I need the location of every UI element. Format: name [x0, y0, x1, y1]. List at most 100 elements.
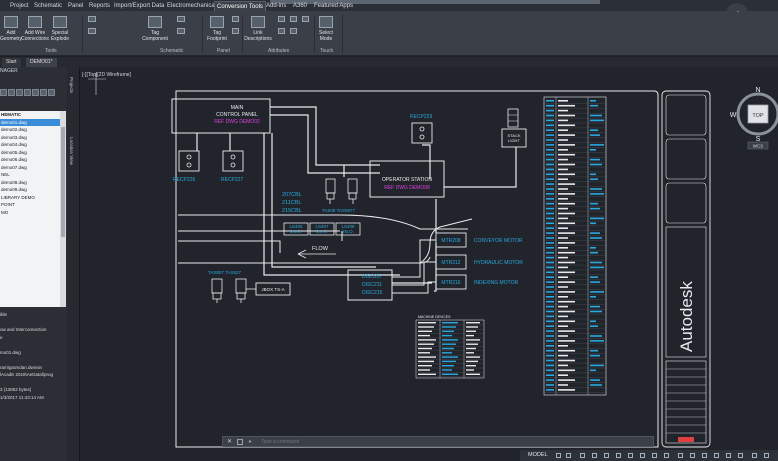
ortho-icon[interactable] — [580, 453, 585, 458]
small-tool-button[interactable] — [84, 28, 100, 36]
viewcube-top-label: TOP — [752, 113, 764, 119]
open-project-icon[interactable] — [0, 89, 7, 96]
settings-icon[interactable] — [40, 89, 47, 96]
add-wire-label: Add Wire Connections — [21, 30, 49, 42]
ribbon-tab-featured-apps[interactable]: Featured Apps — [314, 3, 354, 9]
small-tool-button[interactable] — [276, 16, 286, 24]
tree-item[interactable]: MO — [1, 209, 9, 215]
tree-item[interactable]: demo01.dwg — [0, 118, 66, 126]
device-list-cell — [558, 173, 575, 176]
ribbon-tab-conversion-tools[interactable]: Conversion Tools — [214, 1, 266, 11]
ribbon-tab-add-ins[interactable]: Add-ins — [266, 3, 287, 9]
publish-icon[interactable] — [24, 89, 31, 96]
add-geometry-button[interactable]: Add Geometry — [0, 16, 22, 42]
file-tab-start[interactable]: Start — [2, 58, 21, 67]
units-icon[interactable] — [702, 453, 707, 458]
small-tool-button[interactable] — [230, 16, 240, 24]
device-list-cell — [546, 129, 554, 131]
lock-ui-icon[interactable] — [726, 453, 731, 458]
otrack-icon[interactable] — [616, 453, 621, 458]
viewport-controls-label[interactable]: [-][Top][2D Wireframe] — [82, 72, 131, 78]
tree-item[interactable]: demo05.dwg — [1, 149, 27, 155]
small-tool-button[interactable] — [174, 16, 188, 24]
isolate-objects-icon[interactable] — [738, 453, 743, 458]
ribbon-tab-project[interactable]: Project — [10, 3, 29, 9]
compass-west[interactable]: W — [730, 112, 737, 119]
file-tab-demo01[interactable]: DEMO01* — [26, 58, 57, 67]
customize-icon[interactable] — [237, 439, 243, 445]
workspace-gear-icon[interactable] — [678, 453, 683, 458]
command-input[interactable] — [261, 438, 651, 446]
device-list-cell — [558, 325, 568, 327]
small-tool-button[interactable] — [288, 16, 298, 24]
ribbon-tab-electromechanical[interactable]: Electromechanical — [167, 3, 217, 9]
wcs-menu[interactable] — [747, 141, 769, 150]
small-tool-button[interactable] — [174, 28, 188, 36]
annotation-scale-icon[interactable] — [664, 453, 669, 458]
small-tool-button[interactable] — [84, 16, 100, 24]
tree-item[interactable]: LIBRARY DEMO — [1, 194, 35, 200]
selection-cycling-icon[interactable] — [652, 453, 657, 458]
ribbon-tab-panel[interactable]: Panel — [68, 3, 84, 9]
small-tool-button[interactable] — [276, 28, 286, 36]
tree-item[interactable]: NEL — [1, 172, 10, 177]
ribbon-tab-schematic[interactable]: Schematic — [34, 3, 63, 9]
ribbon-tab-import-export-data[interactable]: Import/Export Data — [114, 3, 165, 9]
compass-south[interactable]: S — [756, 136, 761, 143]
tree-item[interactable]: demo06.dwg — [1, 157, 27, 162]
clean-screen-icon[interactable] — [752, 453, 757, 458]
transparency-icon[interactable] — [640, 453, 645, 458]
projects-side-tab[interactable]: Projects — [69, 77, 74, 94]
device-list-cell — [590, 188, 602, 190]
add-wire-connections-button[interactable]: Add Wire Connections — [20, 16, 50, 42]
close-icon[interactable]: ✕ — [227, 439, 233, 445]
tree-item[interactable]: demo04.dwg — [1, 142, 27, 147]
ribbon-tab-a360[interactable]: A360 — [293, 3, 308, 9]
title-block-cell — [665, 94, 707, 136]
device-list-cell — [590, 119, 604, 122]
grid-icon[interactable] — [556, 453, 561, 458]
model-space-button[interactable]: MODEL — [528, 452, 548, 458]
compass-north[interactable]: N — [755, 87, 760, 94]
viewcube-top-face[interactable] — [747, 104, 769, 124]
tree-item[interactable]: demo09.dwg — [1, 187, 27, 192]
polar-icon[interactable] — [592, 453, 597, 458]
device-list-cell — [546, 168, 554, 171]
viewcube-compass-ring[interactable] — [736, 92, 778, 136]
tag-footprint-button[interactable]: Tag Footprint — [204, 16, 230, 42]
location-view-side-tab[interactable]: Location View — [69, 137, 74, 165]
select-mode-button[interactable]: Select Mode — [314, 16, 338, 42]
annotation-monitor-icon[interactable] — [690, 453, 695, 458]
tree-scroll-thumb[interactable] — [61, 127, 65, 237]
tree-item[interactable]: POINT — [1, 202, 15, 207]
small-tool-button[interactable] — [288, 28, 298, 36]
small-tool-button[interactable] — [300, 16, 310, 24]
quick-properties-icon[interactable] — [714, 453, 719, 458]
tree-item[interactable]: demo03.dwg — [1, 134, 27, 140]
tag-component-button[interactable]: Tag Component — [138, 16, 172, 42]
tree-item[interactable]: demo08.dwg — [1, 179, 27, 185]
new-project-icon[interactable] — [8, 89, 15, 96]
add-geometry-label: Add Geometry — [0, 30, 22, 42]
snap-icon[interactable] — [566, 453, 571, 458]
link-descriptions-button[interactable]: Link Descriptions — [242, 16, 274, 42]
device-list-cell — [590, 310, 602, 313]
operator-station-title: OPERATOR STATION — [382, 177, 432, 183]
help-icon[interactable] — [48, 89, 55, 96]
customization-menu-icon[interactable] — [764, 453, 769, 458]
ts-bottom-sensors — [211, 278, 247, 303]
tree-item[interactable]: HEMATIC — [1, 112, 22, 117]
small-tool-button[interactable] — [230, 28, 240, 36]
tree-item[interactable]: demo07.dwg — [1, 164, 27, 170]
lineweight-icon[interactable] — [628, 453, 633, 458]
osnap-icon[interactable] — [604, 453, 609, 458]
tree-item[interactable]: demo02.dwg — [1, 127, 27, 132]
ribbon-tab-reports[interactable]: Reports — [89, 3, 111, 9]
properties-icon[interactable] — [16, 89, 23, 96]
special-explode-button[interactable]: Special Explode — [48, 16, 72, 42]
autodesk-logo: Autodesk — [677, 281, 696, 352]
refresh-icon[interactable] — [32, 89, 39, 96]
cable-label-211: 211CBL — [282, 200, 301, 206]
viewcube[interactable]: TOP N S W E WCS — [730, 84, 778, 150]
